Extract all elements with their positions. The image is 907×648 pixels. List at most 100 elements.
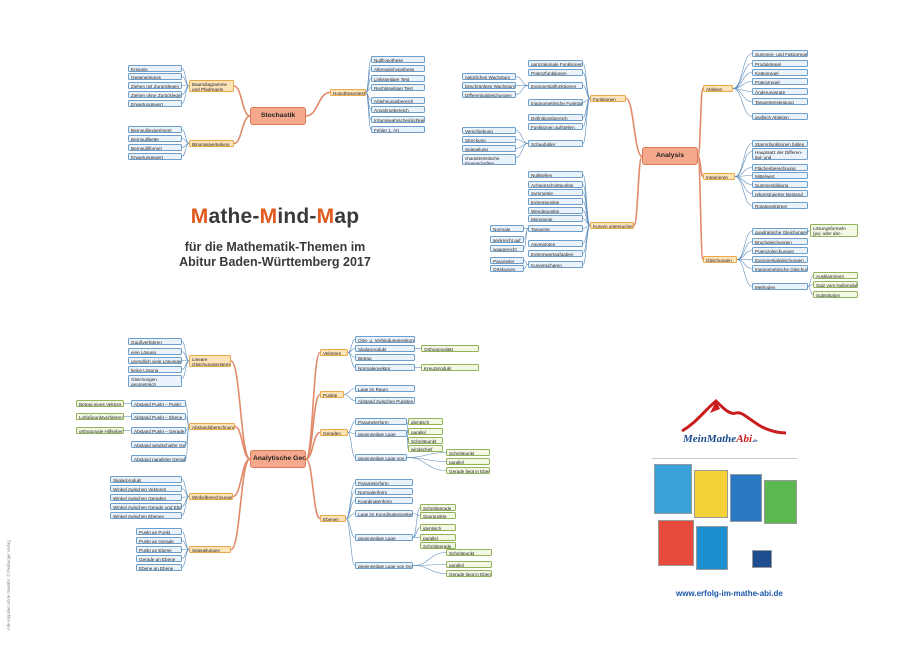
- leaf-gleichungen-geometrisch-interpretieren: Gleichungen geometrisch interpretieren: [128, 375, 182, 387]
- leaf-tangente: Tangente: [528, 225, 583, 232]
- subtitle-line-2: Abitur Baden-Württemberg 2017: [179, 255, 371, 269]
- leaf-windschief: windschief: [408, 445, 443, 452]
- leaf-normalenform: Normalenform: [355, 488, 413, 495]
- leaf-ebene-an-ebene: Ebene an Ebene: [136, 564, 182, 571]
- leaf-lage-im-koordinatensystem: Lage im Koordinatensystem: [355, 510, 413, 517]
- connector-line: [230, 360, 251, 460]
- leaf-winkel-zwischen-gerade-und-ebene: Winkel zwischen Gerade und Ebene: [110, 503, 182, 510]
- leaf-potenzfunktionen: Potenzfunktionen: [528, 69, 583, 76]
- branch-hypothesentest: Hypothesentest: [330, 89, 366, 96]
- leaf-betrag: Betrag: [355, 354, 415, 361]
- leaf-streckung: Streckung: [462, 136, 516, 143]
- connector-line: [347, 421, 356, 433]
- leaf-gerade-an-ebene: Gerade an Ebene: [136, 555, 182, 562]
- website-link[interactable]: www.erfolg-im-mathe-abi.de: [676, 589, 783, 598]
- connector-line: [345, 482, 356, 519]
- connector-line: [305, 458, 321, 520]
- branch-winkelberechnungen: Winkelberechnungen: [189, 493, 233, 500]
- connector-line: [181, 531, 190, 550]
- leaf-extrempunkte: Extrempunkte: [528, 198, 583, 205]
- leaf-produktregel: Produktregel: [752, 60, 808, 67]
- divider: [652, 458, 797, 459]
- leaf-ziehen-ohne-zurücklegen: Ziehen ohne Zurücklegen: [128, 91, 182, 98]
- leaf-ablehnungsbereich: Ablehnungsbereich: [371, 97, 425, 104]
- connector-line: [185, 426, 190, 459]
- leaf-gegenseitige-lage-von-gerade-und-ebene: gegenseitige Lage von Gerade und Ebene: [355, 454, 407, 461]
- leaf-abstand-punkt-gerade: Abstand Punkt – Gerade: [131, 427, 186, 434]
- brand-logo[interactable]: MeinMatheAbi.de: [683, 433, 758, 445]
- branch-lineare-gleichungssysteme: Lineare Gleichungssysteme: [189, 355, 231, 367]
- leaf-identisch: identisch: [420, 524, 456, 531]
- branch-gleichungen: Gleichungen: [703, 256, 737, 263]
- leaf-eine-lösung: eine Lösung: [128, 348, 182, 355]
- connector-line: [347, 352, 356, 368]
- connector-line: [736, 241, 753, 260]
- page-subtitle: für die Mathematik-Themen im Abitur Bade…: [150, 240, 400, 270]
- connector-line: [412, 552, 447, 566]
- connector-line: [515, 76, 529, 86]
- connector-line: [625, 97, 643, 157]
- leaf-lage-im-raum: Lage im Raum: [355, 385, 415, 392]
- connector-line: [181, 496, 190, 516]
- leaf-gerade-liegt-in-ebene: Gerade liegt in Ebene: [446, 467, 490, 474]
- connector-line: [412, 513, 421, 516]
- leaf-änderungsrate: Änderungsrate: [752, 88, 808, 95]
- connector-line: [523, 228, 529, 249]
- connector-line: [807, 230, 811, 232]
- leaf-bernoulliformel: Bernoulliformel: [128, 144, 182, 151]
- connector-line: [365, 92, 372, 130]
- connector-line: [732, 88, 753, 102]
- center-analysis: Analysis: [642, 147, 698, 165]
- leaf-orthogonale-hilfsebene: orthogonale Hilfsebene: [76, 427, 124, 434]
- leaf-schnittpunkt: Schnittpunkt: [408, 437, 443, 444]
- leaf-kurvenscharen: Kurvenscharen: [528, 261, 583, 268]
- leaf-trigonometrische-funktionen: trigonometrische Funktionen: [528, 99, 583, 106]
- connector-line: [345, 518, 356, 566]
- leaf-schnittgerade: Schnittgerade: [420, 504, 456, 511]
- leaf-gegenseitige-lage: gegenseitige Lage: [355, 430, 407, 437]
- connector-line: [343, 394, 356, 401]
- leaf-parallel: parallel: [446, 561, 492, 568]
- book-cover: [696, 526, 728, 570]
- connector-line: [515, 85, 529, 95]
- leaf-potenzgleichungen: Potenzgleichungen: [752, 247, 808, 254]
- connector-line: [181, 85, 190, 104]
- leaf-exponentialgleichungen: Exponentialgleichungen: [752, 256, 808, 263]
- leaf-stammfunktionen-bilden: Stammfunktionen bilden: [752, 140, 808, 147]
- connector-line: [732, 72, 753, 89]
- branch-ebenen: Ebenen: [320, 515, 346, 522]
- connector-line: [412, 565, 447, 574]
- leaf-punkt-an-gerade: Punkt an Gerade: [136, 537, 182, 544]
- leaf-abstand-paralleler-geraden: Abstand paralleler Geraden: [131, 455, 186, 462]
- connector-line: [582, 63, 591, 99]
- leaf-rotationskörper: Rotationskörper: [752, 202, 808, 209]
- leaf-verschiebung: Verschiebung: [462, 127, 516, 134]
- leaf-gaußverfahren: Gaußverfahren: [128, 338, 182, 345]
- leaf-flächenberechnung: Flächenberechnung: [752, 164, 808, 171]
- leaf-winkel-zwischen-ebenen: Winkel zwischen Ebenen: [110, 512, 182, 519]
- leaf-kettenregel: Kettenregel: [752, 69, 808, 76]
- book-cover: [764, 480, 797, 524]
- connector-line: [345, 513, 356, 519]
- leaf-charakteristische-eigenschaften: charakteristische Eigenschaften: [462, 154, 516, 165]
- connector-line: [406, 452, 447, 458]
- leaf-natürliches-wachstum: natürliches Wachstum: [462, 73, 516, 80]
- branch-ableiten: Ableiten: [703, 85, 733, 92]
- connector-line: [345, 500, 356, 519]
- leaf-summenbildung: Summenbildung: [752, 181, 808, 188]
- leaf-irrtumswahrscheinlichkeit: Irrtumswahrscheinlichkeit: [371, 116, 425, 123]
- connector-line: [305, 431, 321, 460]
- leaf-parallel: parallel: [408, 428, 443, 435]
- leaf-normalenvektor: Normalenvektor: [355, 364, 415, 371]
- connector-line: [305, 91, 331, 117]
- leaf-winkel-zwischen-geraden: Winkel zwischen Geraden: [110, 494, 182, 501]
- leaf-schnittpunkt: Schnittpunkt: [446, 549, 492, 556]
- connector-line: [732, 63, 753, 89]
- leaf-trigonometrische-gleichungen: trigonometrische Gleichungen: [752, 265, 808, 272]
- leaf-parameter: Parameter: [490, 257, 524, 264]
- leaf-definitionsbereich: Definitionsbereich: [528, 114, 583, 121]
- leaf-hauptsatz-der-differen-tial-und-integral: Hauptsatz der Differen-tial- und Integra…: [752, 148, 808, 160]
- connector-line: [230, 458, 251, 551]
- connector-line: [181, 479, 190, 497]
- connector-line: [347, 432, 356, 458]
